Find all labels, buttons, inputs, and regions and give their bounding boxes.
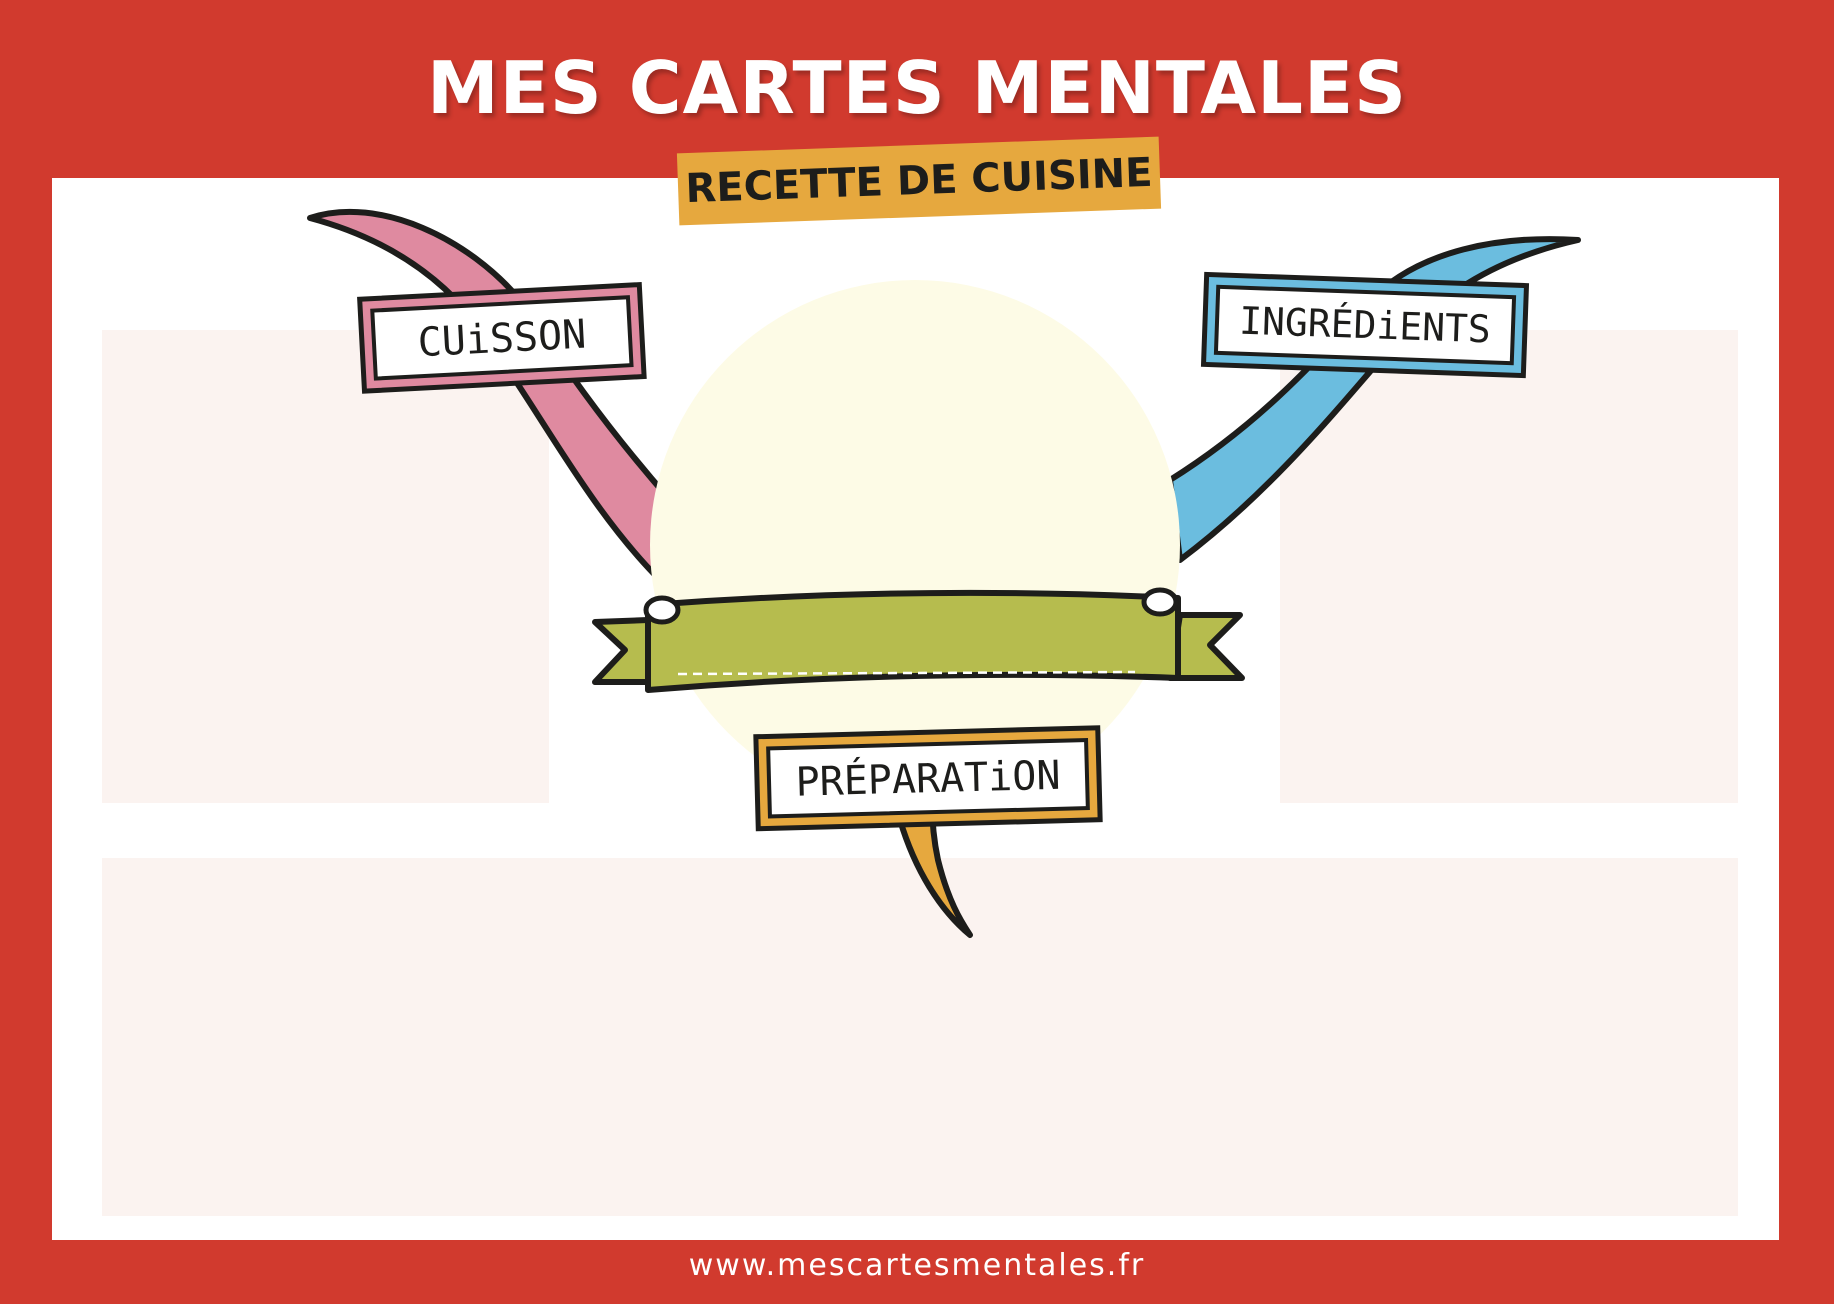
cuisson-label-box: CUiSSON bbox=[357, 282, 647, 394]
cuisson-writing-zone[interactable] bbox=[102, 330, 549, 803]
preparation-label-box: PRÉPARATiON bbox=[753, 725, 1103, 832]
ingredients-label: INGRÉDiENTS bbox=[1238, 299, 1491, 352]
ingredients-writing-zone[interactable] bbox=[1280, 330, 1738, 803]
preparation-label: PRÉPARATiON bbox=[795, 751, 1061, 806]
title-ribbon[interactable] bbox=[592, 587, 1245, 693]
website-footer[interactable]: www.mescartesmentales.fr bbox=[688, 1248, 1146, 1283]
page-title: MES CARTES MENTALES bbox=[427, 46, 1407, 130]
cuisson-label: CUiSSON bbox=[417, 312, 588, 367]
preparation-writing-zone[interactable] bbox=[102, 858, 1738, 1216]
cuisson-branch bbox=[307, 208, 673, 583]
ingredients-label-box: INGRÉDiENTS bbox=[1200, 271, 1530, 379]
